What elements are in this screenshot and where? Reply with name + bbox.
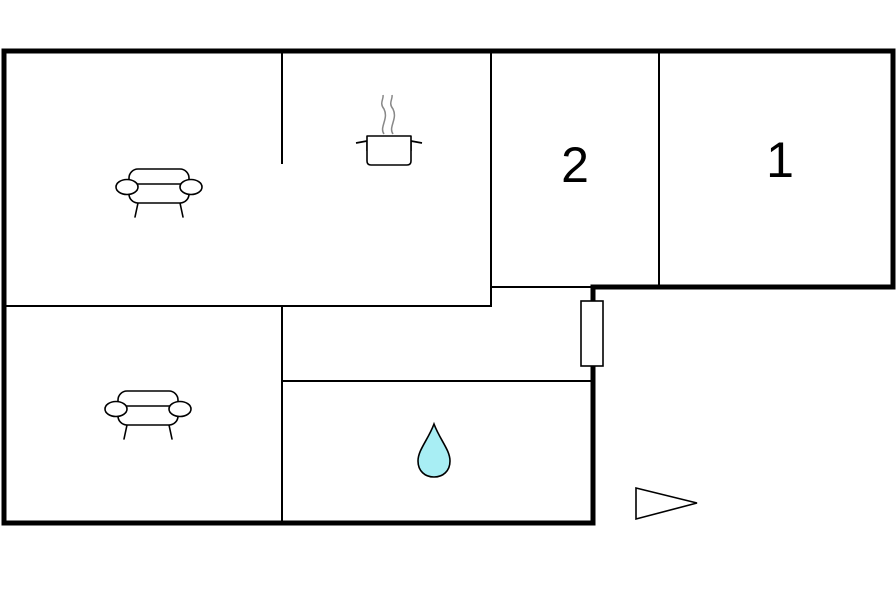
sofa-icon <box>104 390 192 440</box>
interior-walls <box>3 50 660 524</box>
door-icon <box>580 300 604 367</box>
sofa-icon <box>115 168 203 218</box>
cooking-pot-icon <box>355 94 423 166</box>
water-drop-icon <box>417 421 451 478</box>
bedroom-2-number: 2 <box>561 137 589 193</box>
entrance-arrow-icon <box>635 486 698 521</box>
bedroom-1-number: 1 <box>766 132 794 188</box>
